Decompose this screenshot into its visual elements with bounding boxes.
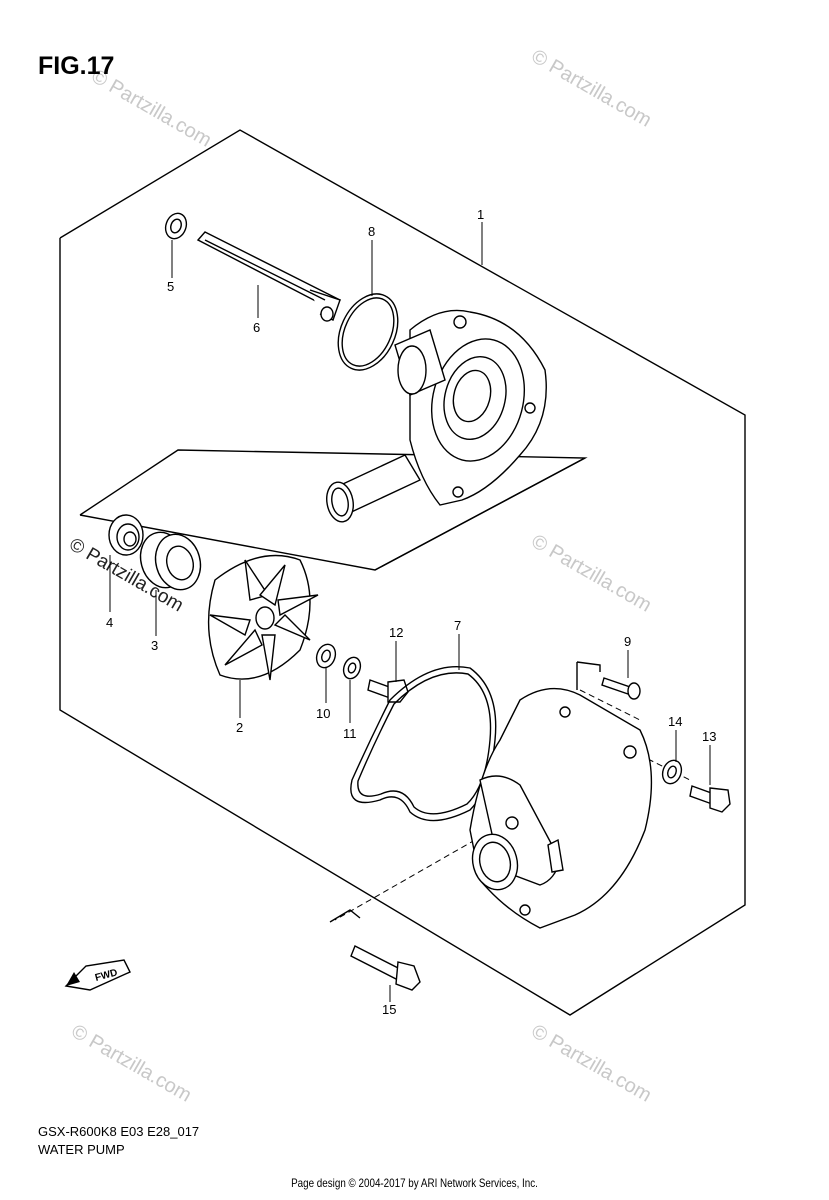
- leader-lines: [109, 222, 711, 1002]
- watermark: © Partzilla.com: [528, 1020, 656, 1106]
- part-7-gasket[interactable]: [350, 666, 497, 822]
- callout-4[interactable]: 4: [106, 615, 113, 630]
- callout-5[interactable]: 5: [167, 279, 174, 294]
- figure-title: FIG.17: [38, 52, 115, 80]
- part-12-bolt[interactable]: [367, 679, 409, 703]
- part-1-pump-body[interactable]: [324, 309, 547, 523]
- part-14-washer[interactable]: [659, 758, 684, 787]
- part-1-pump-case[interactable]: [467, 687, 653, 929]
- model-code: GSX-R600K8 E03 E28_017: [38, 1124, 200, 1139]
- footer-text: Page design © 2004-2017 by ARI Network S…: [291, 1176, 538, 1190]
- fwd-arrow-icon: FWD: [64, 959, 131, 991]
- part-8-o-ring[interactable]: [327, 284, 410, 379]
- callout-3[interactable]: 3: [151, 638, 158, 653]
- watermark: © Partzilla.com: [68, 1020, 196, 1106]
- callout-13[interactable]: 13: [702, 729, 716, 744]
- watermark: © Partzilla.com: [528, 530, 656, 616]
- callout-15[interactable]: 15: [382, 1002, 396, 1017]
- part-11-washer[interactable]: [341, 655, 364, 681]
- callout-2[interactable]: 2: [236, 720, 243, 735]
- part-13-bolt[interactable]: [689, 785, 731, 813]
- part-9-screw[interactable]: [601, 677, 641, 700]
- part-4-oil-seal[interactable]: [108, 514, 144, 556]
- footer: Page design © 2004-2017 by ARI Network S…: [0, 1176, 829, 1190]
- part-10-washer[interactable]: [313, 642, 338, 671]
- callout-9[interactable]: 9: [624, 634, 631, 649]
- part-2-impeller[interactable]: [207, 554, 319, 681]
- callout-7[interactable]: 7: [454, 618, 461, 633]
- callout-12[interactable]: 12: [389, 625, 403, 640]
- watermark: © Partzilla.com: [528, 45, 656, 131]
- callout-1[interactable]: 1: [477, 207, 484, 222]
- callouts: 1 2 3 4 5 6 7 8 9 10 11 12 13 14 15: [106, 207, 716, 1017]
- assembly-outline: [59, 129, 746, 1016]
- callout-6[interactable]: 6: [253, 320, 260, 335]
- part-6-shaft[interactable]: [196, 231, 342, 322]
- callout-8[interactable]: 8: [368, 224, 375, 239]
- callout-11[interactable]: 11: [343, 726, 357, 741]
- callout-10[interactable]: 10: [316, 706, 330, 721]
- callout-14[interactable]: 14: [668, 714, 682, 729]
- part-3-mechanical-seal[interactable]: [135, 527, 207, 594]
- part-15-bolt[interactable]: [350, 945, 421, 991]
- part-name: WATER PUMP: [38, 1142, 125, 1157]
- part-5-washer[interactable]: [162, 210, 190, 241]
